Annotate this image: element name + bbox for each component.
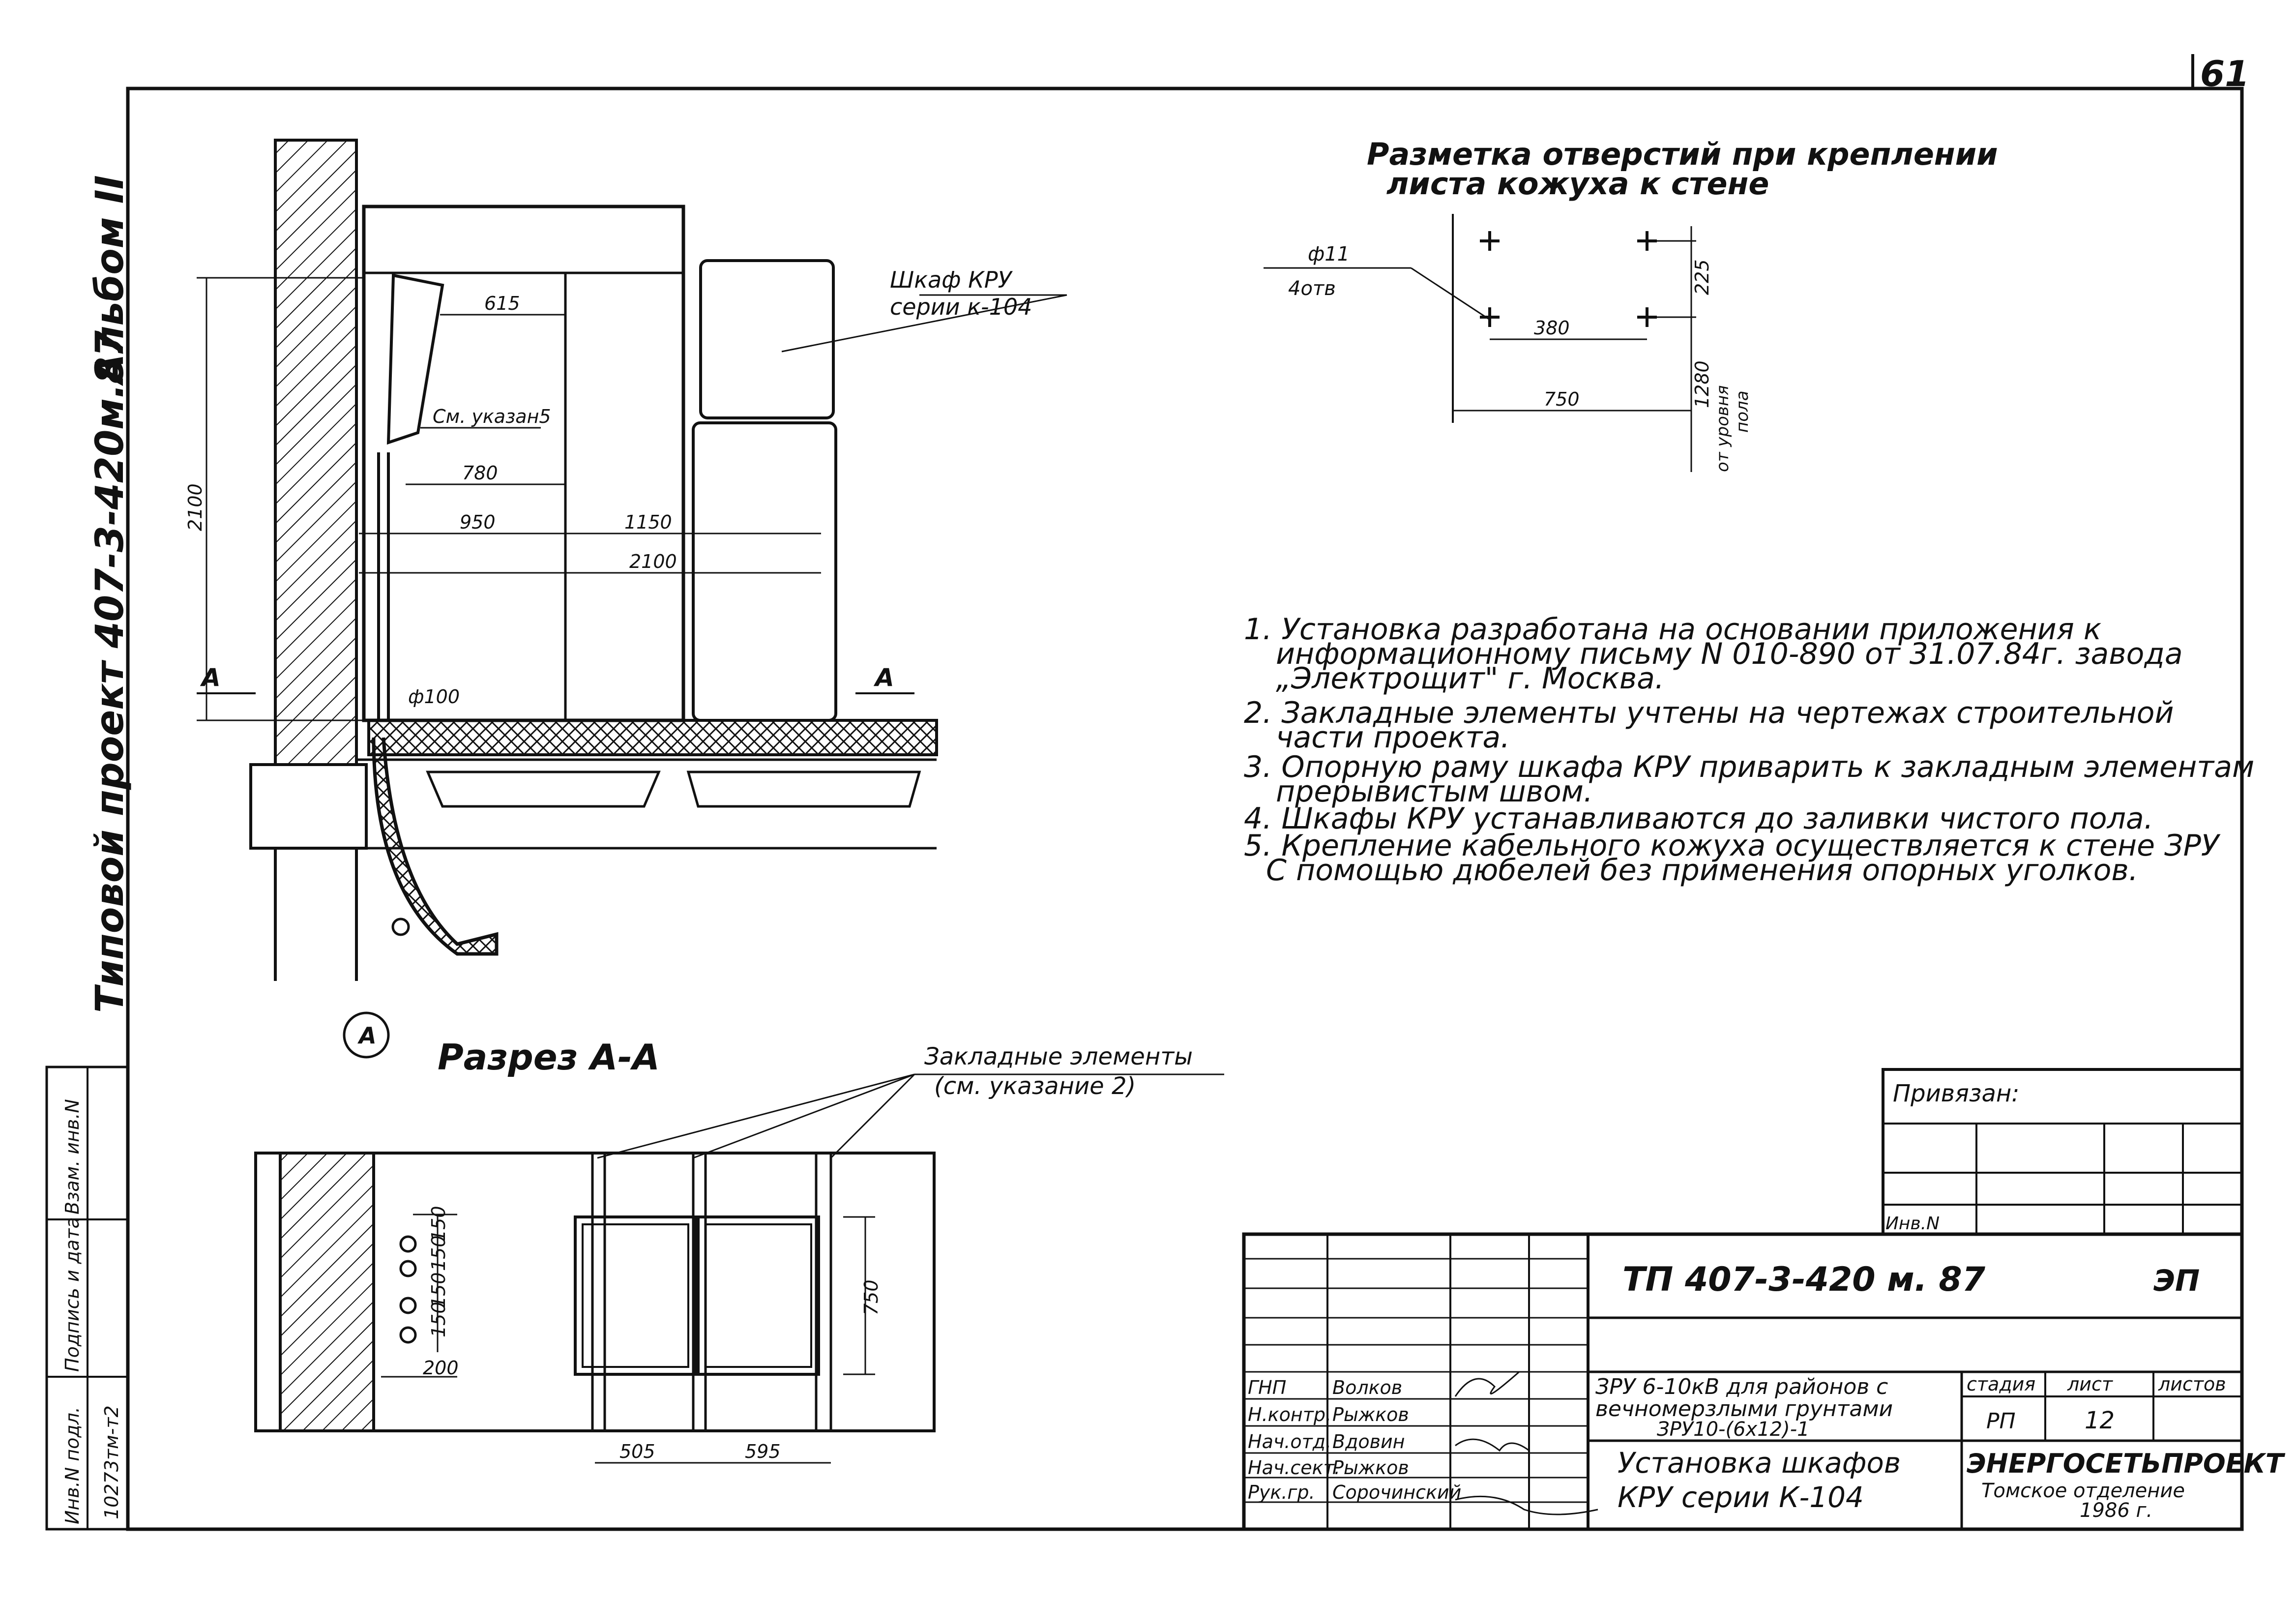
cabinet-outline: [362, 205, 685, 722]
privyazan-label: Привязан:: [1893, 1080, 2019, 1107]
note-line-8: 4. Шкафы КРУ устанавливаются до заливки …: [1244, 801, 2153, 836]
note-line-2: информационному письму N 010-890 от 31.0…: [1276, 637, 2183, 671]
holes-dim-750: 750: [1544, 388, 1580, 410]
holes-dim-380: 380: [1534, 317, 1570, 339]
dim-615: 615: [484, 293, 520, 314]
note-line-3: „Электрощит" г. Москва.: [1276, 661, 1664, 696]
embedded-label-1: Закладные элементы: [924, 1043, 1193, 1070]
strip-inv-number: 10273тм-т2: [101, 1405, 122, 1519]
name-volkov: Волков: [1332, 1377, 1402, 1398]
notes-block: 1. Установка разработана на основании пр…: [1244, 612, 2254, 888]
cabinet-label-2: серии к-104: [890, 294, 1032, 320]
dim-1150: 1150: [624, 511, 672, 533]
name-ryzhkov-2: Рыжков: [1332, 1457, 1409, 1479]
section-aa-view: [254, 1073, 1224, 1464]
object-line-2: вечномерзлыми грунтами: [1595, 1396, 1893, 1422]
dim-2100: 2100: [629, 551, 677, 572]
dim-750: 750: [860, 1279, 882, 1315]
strip-podpis-data: Подпись и дата: [61, 1217, 83, 1372]
sheet-value: 12: [2085, 1407, 2115, 1434]
dim-2100-vertical: 2100: [184, 483, 206, 531]
wall-hatch: [274, 139, 358, 766]
doc-code: ТП 407-3-420 м. 87: [1622, 1260, 1986, 1299]
sheet-title-1: Установка шкафов: [1618, 1446, 1901, 1480]
inv-n-label: Инв.N: [1885, 1214, 1940, 1234]
left-strip: Взам. инв.N Подпись и дата Инв.N подл. 1…: [45, 1066, 129, 1531]
embedded-label-2: (см. указание 2): [934, 1072, 1136, 1100]
cabinet-label-1: Шкаф КРУ: [890, 267, 1013, 293]
name-sorochinsky: Сорочинский: [1332, 1481, 1461, 1503]
name-ryzhkov-1: Рыжков: [1332, 1404, 1409, 1425]
dim-150-d: 150: [428, 1302, 449, 1337]
doc-mark: ЭП: [2153, 1264, 2200, 1298]
dim-200: 200: [423, 1357, 459, 1379]
sheet-title-2: КРУ серии К-104: [1618, 1481, 1864, 1514]
dim-505: 505: [619, 1441, 655, 1462]
role-nachotd: Нач.отд.: [1248, 1431, 1331, 1452]
dim-150-c: 150: [428, 1272, 449, 1308]
dim-150-b: 150: [428, 1235, 449, 1271]
name-vdovin: Вдовин: [1332, 1431, 1405, 1452]
role-rukgr: Рук.гр.: [1248, 1481, 1315, 1503]
section-mark-circle: [343, 1011, 390, 1059]
floor-slab: [367, 719, 938, 756]
sheet-header: лист: [2067, 1373, 2114, 1395]
cable-duct: [372, 737, 499, 956]
note-line-9: 5. Крепление кабельного кожуха осуществл…: [1244, 829, 2221, 863]
note-line-4: 2. Закладные элементы учтены на чертежах…: [1244, 696, 2174, 730]
dim-950: 950: [460, 511, 496, 533]
strip-inv-podl: Инв.N подл.: [61, 1407, 83, 1524]
holes-count: 4отв: [1288, 277, 1336, 300]
section-arrow-right: A: [873, 663, 894, 692]
note-line-1: 1. Установка разработана на основании пр…: [1244, 612, 2101, 647]
holes-dim-1280: 1280: [1691, 360, 1713, 408]
dim-595: 595: [745, 1441, 781, 1462]
holes-title-1: Разметка отверстий при креплении: [1367, 136, 1998, 172]
object-line-3: ЗРУ10-(6х12)-1: [1657, 1418, 1810, 1441]
note-line-6: 3. Опорную раму шкафа КРУ приварить к за…: [1244, 750, 2254, 784]
note-line-10: С помощью дюбелей без применения опорных…: [1266, 853, 2138, 888]
holes-floor-2: пола: [1733, 390, 1752, 433]
org-year: 1986 г.: [2080, 1499, 2152, 1522]
see-note-5: См. указан5: [433, 406, 551, 427]
side-stamp-project: Типовой проект 407-3-420м.87: [88, 330, 132, 1013]
org-name: ЭНЕРГОСЕТЬПРОЕКТ: [1967, 1448, 2286, 1479]
note-line-7: прерывистым швом.: [1276, 774, 1593, 809]
strip-vzam-inv: Взам. инв.N: [61, 1099, 83, 1215]
section-view: [197, 139, 1067, 1059]
section-aa-title: Разрез А-А: [438, 1037, 660, 1078]
role-nachsekt: Нач.сект.: [1248, 1457, 1340, 1479]
side-stamp-album: Альбом II: [88, 175, 132, 386]
holes-dim-225: 225: [1691, 259, 1713, 295]
holes-floor-1: от уровня: [1713, 385, 1733, 472]
sheet-number: 61: [2200, 53, 2249, 94]
section-mark-a: A: [357, 1022, 377, 1049]
sheet-frame: [126, 87, 2244, 1531]
holes-phi11: ф11: [1308, 243, 1350, 266]
dim-150-a: 150: [428, 1206, 449, 1242]
object-line-1: ЗРУ 6-10кВ для районов с: [1595, 1374, 1888, 1399]
note-line-5: части проекта.: [1276, 720, 1510, 755]
holes-title-2: листа кожуха к стене: [1386, 166, 1769, 202]
stage-header: стадия: [1967, 1373, 2035, 1395]
section-arrow-left: A: [200, 663, 221, 692]
title-block: [1242, 1068, 2244, 1531]
stage-value: РП: [1986, 1409, 2016, 1434]
dim-phi100: ф100: [408, 686, 460, 708]
sheets-header: листов: [2158, 1373, 2226, 1395]
dim-780: 780: [462, 462, 498, 484]
org-branch: Томское отделение: [1981, 1480, 2185, 1502]
role-nkontr: Н.контр.: [1248, 1404, 1331, 1425]
role-gnp: ГНП: [1248, 1377, 1286, 1398]
holes-layout-view: [1264, 214, 1696, 472]
